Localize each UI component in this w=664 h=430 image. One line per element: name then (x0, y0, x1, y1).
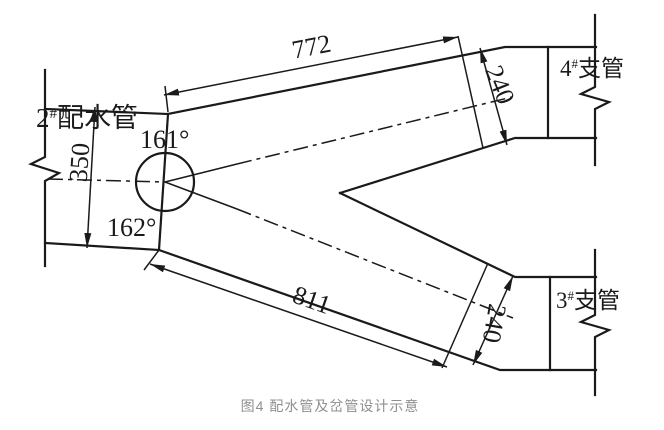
branch4-axis-solid (164, 163, 238, 183)
figure-caption: 图4 配水管及岔管设计示意 (241, 398, 420, 414)
main-pipe-break-symbol (28, 68, 62, 268)
branch4-pipe-label: 4#支管 (560, 56, 624, 81)
branch3-pipe-label: 3#支管 (556, 288, 620, 313)
main-pipe-centerline (47, 178, 166, 183)
branch4-top-edge (166, 45, 598, 116)
dim-811-line (149, 263, 448, 368)
junction-end-line (157, 112, 170, 252)
angle-upper-value: 161° (140, 125, 189, 154)
main-pipe-bottom-edge (43, 241, 161, 252)
dim-350-line (84, 106, 98, 249)
branch3-break-symbol (577, 248, 613, 397)
branch4-centerline (236, 96, 513, 165)
dim-811-ext-left (143, 249, 160, 271)
dim-772-ext-left (164, 85, 169, 113)
branch3-axis-solid (164, 181, 238, 210)
dim-240-bottom-value: 240 (477, 302, 512, 345)
dim-240-bottom-line (472, 275, 514, 366)
branch3-centerline (236, 208, 514, 319)
branch3-top-edge (338, 191, 598, 279)
dim-240-top-line (479, 47, 508, 146)
dimension-lines (84, 35, 514, 369)
main-pipe-top-edge (43, 107, 170, 116)
dim-772-value: 772 (289, 29, 333, 65)
dim-772-line (163, 36, 459, 96)
dim-350-value: 350 (64, 142, 96, 183)
branch4-bottom-edge (338, 136, 598, 195)
angle-lower-value: 162° (107, 213, 156, 242)
branch3-bottom-edge (157, 248, 598, 372)
pipe-outline (28, 13, 613, 397)
centerlines (47, 96, 514, 319)
main-pipe-label: 2#配水管 (36, 103, 138, 133)
branch4-break-symbol (577, 13, 613, 167)
dim-772-ext-right (457, 35, 484, 149)
